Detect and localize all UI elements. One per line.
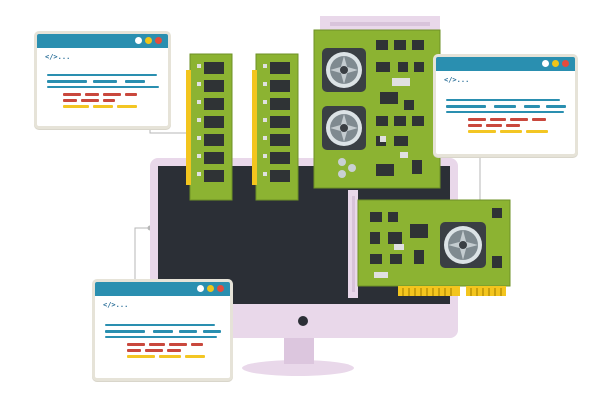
- window-titlebar: [436, 57, 575, 71]
- code-line: [532, 118, 546, 121]
- code-window: </>...: [92, 279, 233, 381]
- window-dot-white: [197, 285, 204, 292]
- window-dot-red: [217, 285, 224, 292]
- window-dot-yellow: [552, 60, 559, 67]
- code-line: [468, 130, 496, 133]
- ram-module-icon: [186, 53, 233, 201]
- window-dot-red: [562, 60, 569, 67]
- graphics-card-icon: [313, 16, 441, 189]
- code-line: [93, 80, 117, 83]
- code-line: [159, 355, 181, 358]
- window-dot-white: [135, 37, 142, 44]
- code-line: [490, 118, 506, 121]
- code-line: [125, 80, 145, 83]
- code-line: [546, 105, 566, 108]
- code-line: [179, 330, 197, 333]
- code-line: [127, 343, 145, 346]
- code-line: [125, 93, 137, 96]
- code-line: [468, 124, 482, 127]
- code-line: [85, 93, 99, 96]
- code-line: [526, 130, 548, 133]
- ram-module-icon: [252, 53, 299, 201]
- code-line: [446, 105, 486, 108]
- code-line: [446, 111, 564, 113]
- code-line: [153, 330, 173, 333]
- code-line: [81, 99, 99, 102]
- code-line: [494, 105, 516, 108]
- code-line: [63, 105, 89, 108]
- code-line: [191, 343, 203, 346]
- code-line: [167, 349, 181, 352]
- code-icon: </>...: [444, 76, 470, 84]
- code-line: [500, 130, 522, 133]
- code-line: [105, 336, 217, 338]
- code-line: [47, 80, 87, 83]
- code-line: [103, 93, 121, 96]
- code-line: [47, 86, 159, 88]
- code-line: [506, 124, 520, 127]
- code-line: [105, 330, 145, 333]
- code-line: [169, 343, 187, 346]
- code-line: [63, 93, 81, 96]
- code-line: [203, 330, 221, 333]
- code-line: [117, 105, 137, 108]
- code-window: </>...: [34, 31, 171, 129]
- code-icon: </>...: [103, 301, 129, 309]
- window-titlebar: [37, 34, 168, 48]
- code-line: [105, 324, 215, 326]
- code-line: [468, 118, 486, 121]
- code-line: [510, 118, 528, 121]
- code-line: [185, 355, 205, 358]
- code-icon: </>...: [45, 53, 71, 61]
- code-line: [446, 99, 560, 101]
- fan-icon: [322, 106, 366, 150]
- window-dot-yellow: [145, 37, 152, 44]
- code-line: [127, 349, 141, 352]
- window-dot-white: [542, 60, 549, 67]
- fan-icon: [440, 222, 486, 268]
- code-line: [145, 349, 163, 352]
- code-line: [149, 343, 165, 346]
- code-line: [63, 99, 77, 102]
- window-titlebar: [95, 282, 230, 296]
- code-line: [524, 105, 540, 108]
- code-line: [47, 74, 157, 76]
- code-line: [93, 105, 113, 108]
- code-line: [127, 355, 155, 358]
- code-line: [486, 124, 502, 127]
- fan-icon: [322, 48, 366, 92]
- graphics-card-icon: [348, 190, 511, 298]
- window-dot-yellow: [207, 285, 214, 292]
- code-window: </>...: [433, 54, 578, 157]
- window-dot-red: [155, 37, 162, 44]
- code-line: [103, 99, 115, 102]
